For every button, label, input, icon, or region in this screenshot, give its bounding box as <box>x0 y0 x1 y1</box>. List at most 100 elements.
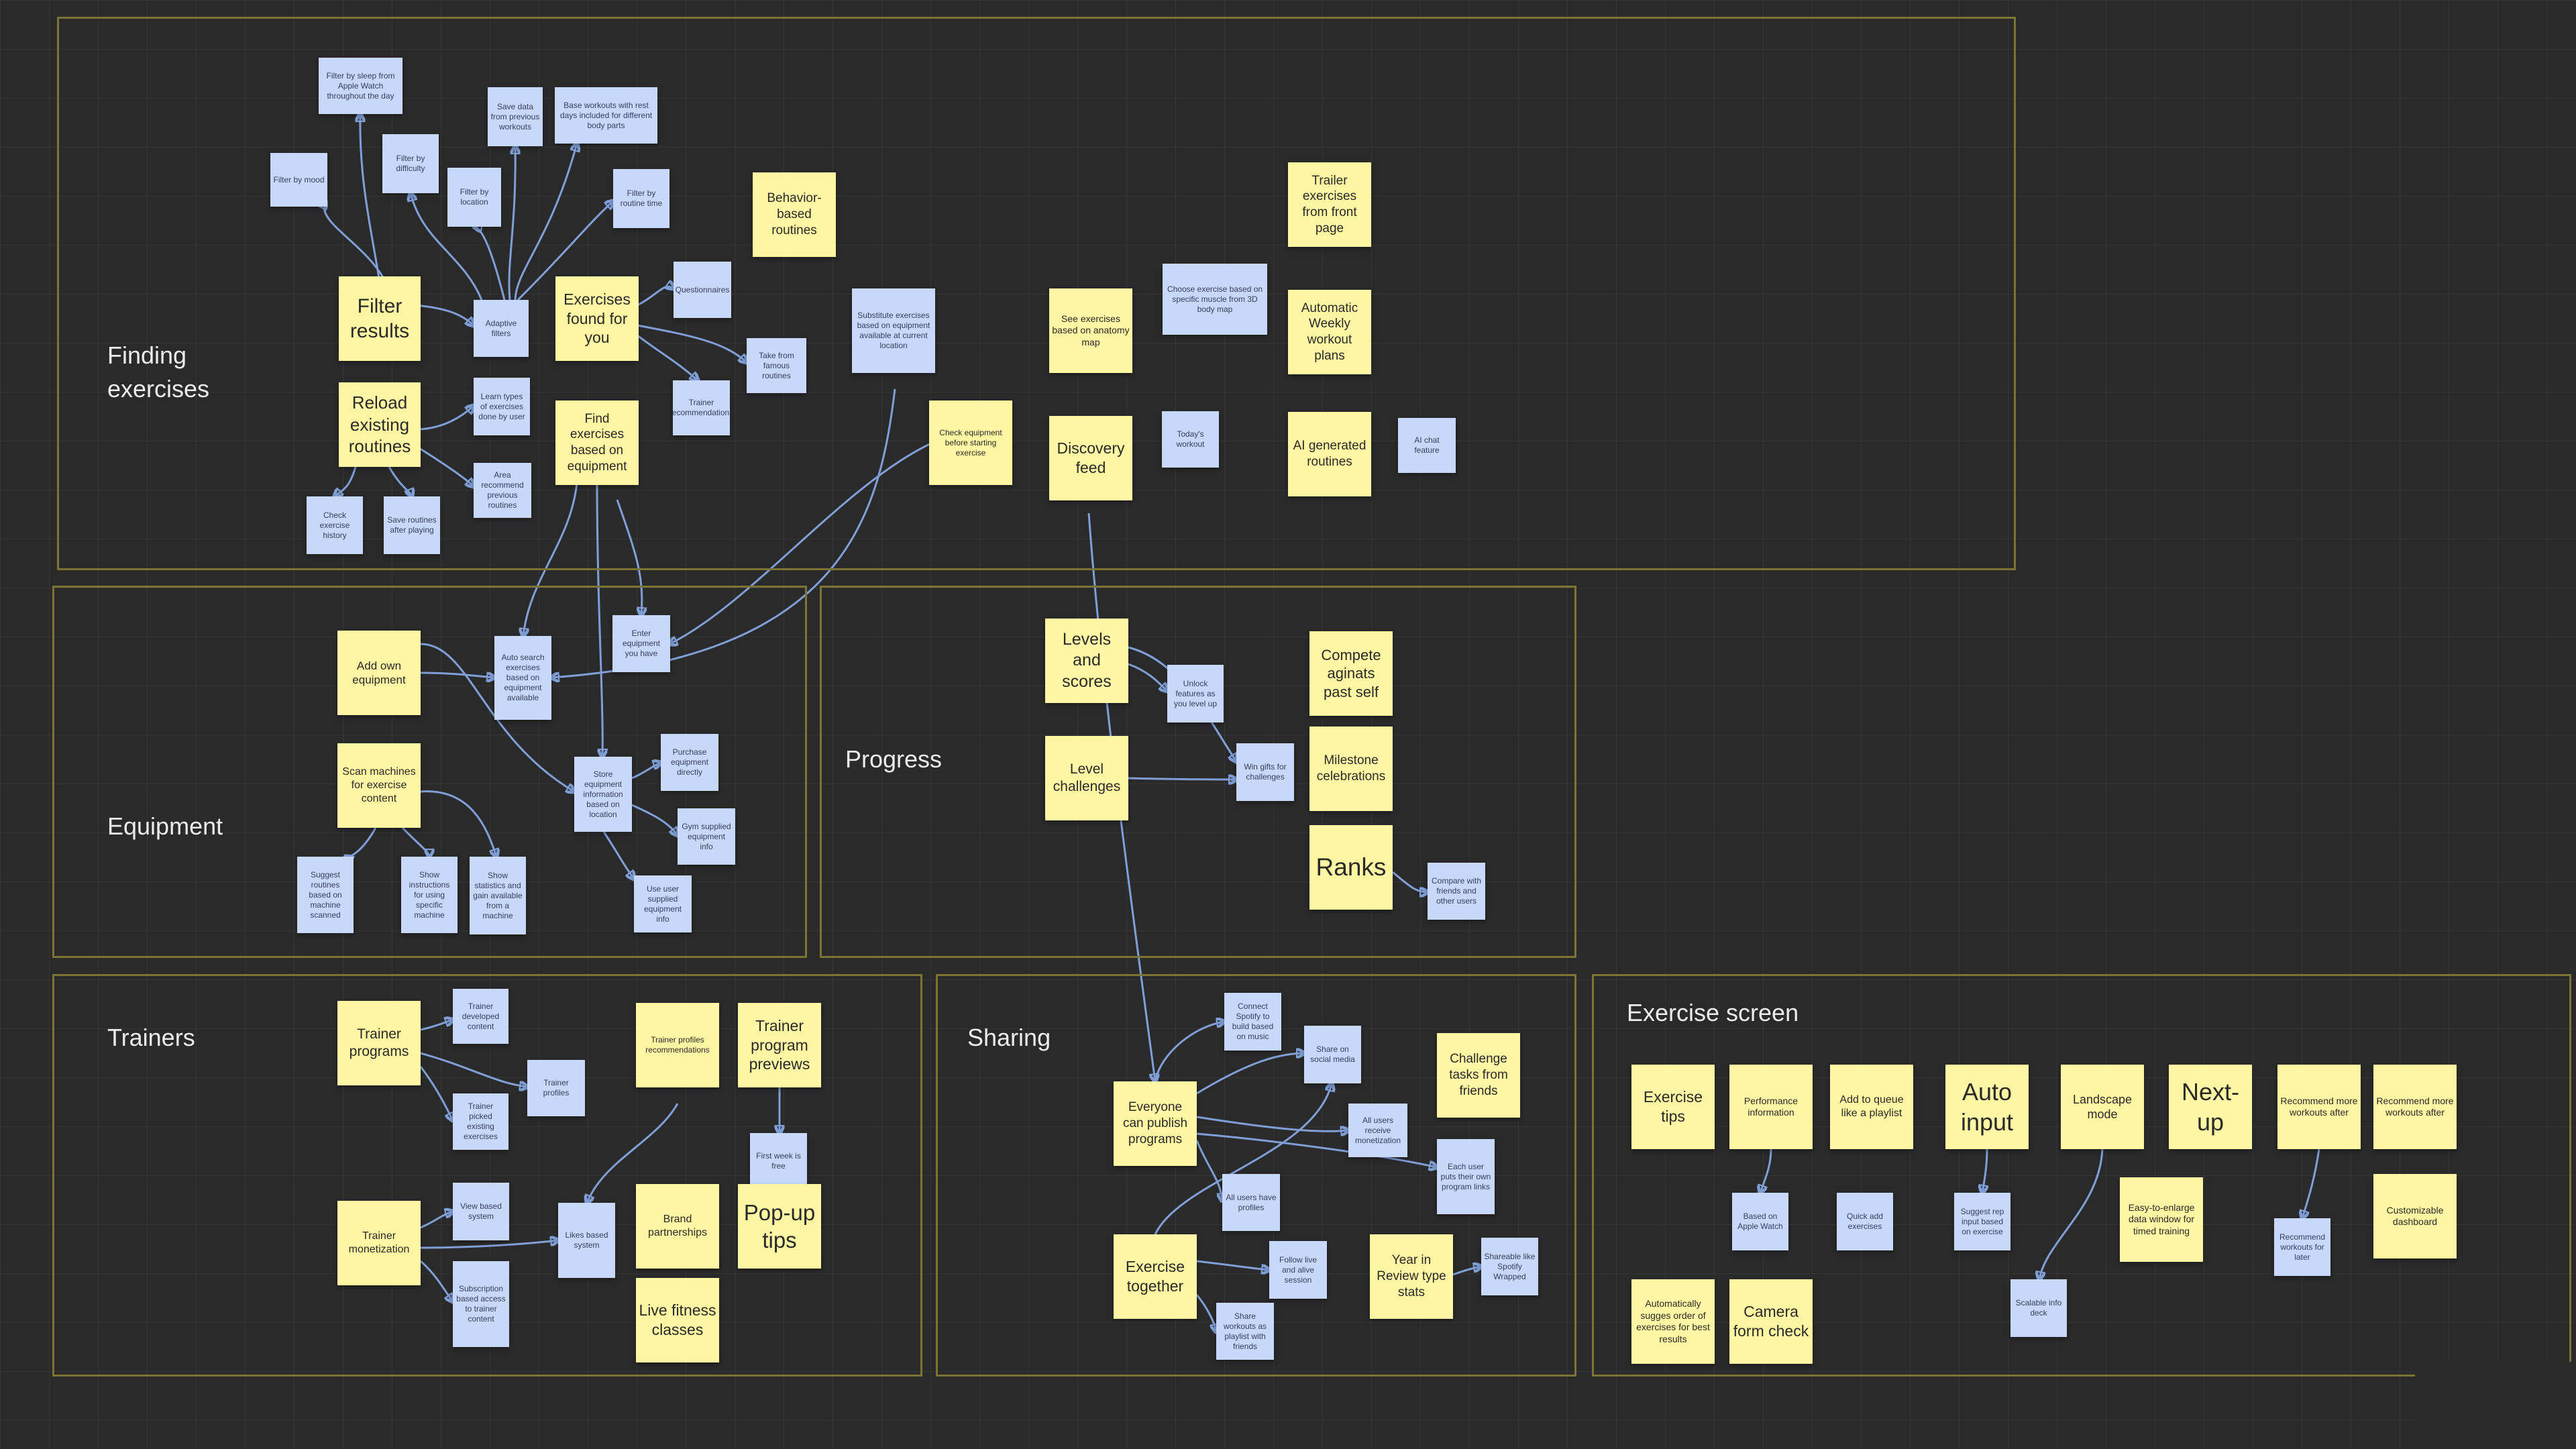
sticky-note-s12[interactable]: Share workouts as playlist with friends <box>1216 1303 1274 1360</box>
sticky-note-t14[interactable]: Live fitness classes <box>636 1278 719 1362</box>
connector-arrow[interactable] <box>415 304 474 325</box>
sticky-note-f17[interactable]: Find exercises based on equipment <box>555 400 639 485</box>
sticky-note-t4[interactable]: Trainer picked existing exercises <box>453 1093 508 1150</box>
connector-arrow[interactable] <box>420 1212 453 1229</box>
sticky-note-f27[interactable]: Trailer exercises from front page <box>1288 162 1371 247</box>
sticky-note-t6[interactable]: Trainer program previews <box>738 1003 821 1087</box>
sticky-note-f8[interactable]: Behavior-based routines <box>753 172 836 257</box>
sticky-note-x16[interactable]: Camera form check <box>1729 1279 1813 1364</box>
sticky-note-x14[interactable]: Customizable dashboard <box>2373 1174 2457 1258</box>
sticky-note-f9[interactable]: Filter results <box>339 276 421 361</box>
sticky-note-x17[interactable]: Scalable info deck <box>2010 1279 2067 1337</box>
sticky-note-s6[interactable]: Each user puts their own program links <box>1437 1139 1495 1214</box>
connector-arrow[interactable] <box>420 1260 453 1301</box>
sticky-note-t11[interactable]: Brand partnerships <box>636 1184 719 1269</box>
connector-arrow[interactable] <box>420 1052 527 1087</box>
sticky-note-p2[interactable]: Unlock features as you level up <box>1167 665 1224 722</box>
sticky-note-x2[interactable]: Performance information <box>1729 1065 1813 1149</box>
connector-arrow[interactable] <box>1392 871 1428 892</box>
sticky-note-f25[interactable]: Discovery feed <box>1049 416 1132 500</box>
connector-arrow[interactable] <box>1196 1053 1304 1095</box>
sticky-note-f26[interactable]: Today's workout <box>1162 411 1219 468</box>
sticky-note-s3[interactable]: Challenge tasks from friends <box>1437 1033 1520 1118</box>
connector-arrow[interactable] <box>1760 1148 1772 1193</box>
sticky-note-f3[interactable]: Filter by difficulty <box>382 134 439 193</box>
sticky-note-x5[interactable]: Landscape mode <box>2061 1065 2144 1149</box>
connector-arrow[interactable] <box>1154 1083 1332 1235</box>
connector-arrow[interactable] <box>401 826 429 857</box>
connector-arrow[interactable] <box>1154 1022 1224 1082</box>
sticky-note-e11[interactable]: Use user supplied equipment info <box>634 875 692 932</box>
connector-arrow[interactable] <box>2039 1148 2104 1279</box>
sticky-note-t10[interactable]: Likes based system <box>558 1203 615 1278</box>
sticky-note-f24[interactable]: Choose exercise based on specific muscle… <box>1163 264 1267 335</box>
connector-arrow[interactable] <box>1196 1260 1269 1270</box>
sticky-note-x6[interactable]: Next-up <box>2169 1065 2252 1149</box>
connector-arrow[interactable] <box>1452 1267 1481 1276</box>
frame-progress[interactable] <box>820 586 1576 958</box>
sticky-note-p8[interactable]: Compare with friends and other users <box>1428 863 1485 920</box>
sticky-note-t2[interactable]: Trainer developed content <box>453 989 508 1044</box>
sticky-note-f21[interactable]: Substitute exercises based on equipment … <box>852 288 935 373</box>
sticky-note-s9[interactable]: Follow live and alive session <box>1269 1241 1327 1299</box>
sticky-note-t12[interactable]: Pop-up tips <box>738 1184 821 1269</box>
sticky-note-x4[interactable]: Auto input <box>1945 1065 2029 1149</box>
frame-finding[interactable] <box>57 17 2016 570</box>
sticky-note-f4[interactable]: Save data from previous workouts <box>488 87 543 146</box>
sticky-note-f13[interactable]: Take from famous routines <box>747 338 806 393</box>
connector-arrow[interactable] <box>1195 1294 1216 1332</box>
frame-sharing[interactable] <box>936 974 1576 1377</box>
connector-arrow[interactable] <box>420 1020 453 1031</box>
sticky-note-t7[interactable]: First week is free <box>750 1133 807 1189</box>
connector-arrow[interactable] <box>415 445 474 486</box>
connector-arrow[interactable] <box>517 201 613 301</box>
sticky-note-f23[interactable]: See exercises based on anatomy map <box>1049 288 1132 373</box>
connector-arrow[interactable] <box>602 831 634 879</box>
connector-arrow[interactable] <box>616 499 642 615</box>
connector-arrow[interactable] <box>420 1240 558 1249</box>
sticky-note-s7[interactable]: All users have profiles <box>1222 1174 1280 1231</box>
sticky-note-f5[interactable]: Base workouts with rest days included fo… <box>555 87 657 144</box>
connector-arrow[interactable] <box>420 672 494 678</box>
sticky-note-f18[interactable]: Area recommend previous routines <box>474 463 531 518</box>
sticky-note-f29[interactable]: AI generated routines <box>1288 412 1371 496</box>
frame-exercise[interactable] <box>1592 974 2571 1377</box>
connector-arrow[interactable] <box>324 201 385 279</box>
sticky-note-f22[interactable]: Check equipment before starting exercise <box>929 400 1012 485</box>
connector-arrow[interactable] <box>1196 1116 1348 1131</box>
connector-arrow[interactable] <box>637 286 674 307</box>
sticky-note-e4[interactable]: Scan machines for exercise content <box>337 743 421 828</box>
connector-arrow[interactable] <box>637 324 747 362</box>
sticky-note-x8[interactable]: Recommend more workouts after <box>2373 1065 2457 1149</box>
sticky-note-e5[interactable]: Store equipment information based on loc… <box>574 757 632 832</box>
sticky-note-p6[interactable]: Milestone celebrations <box>1309 727 1393 811</box>
sticky-note-s2[interactable]: Share on social media <box>1304 1026 1361 1083</box>
sticky-note-e10[interactable]: Show statistics and gain available from … <box>470 857 526 934</box>
sticky-note-e8[interactable]: Suggest routines based on machine scanne… <box>297 857 354 933</box>
connector-arrow[interactable] <box>669 441 933 644</box>
connector-arrow[interactable] <box>1128 778 1236 780</box>
sticky-note-f15[interactable]: Reload existing routines <box>339 382 421 467</box>
sticky-note-f19[interactable]: Check exercise history <box>307 496 363 554</box>
sticky-note-f14[interactable]: Trainer recommendations <box>673 380 730 435</box>
sticky-note-e3[interactable]: Enter equipment you have <box>612 615 670 672</box>
connector-arrow[interactable] <box>1195 1140 1222 1201</box>
sticky-note-p7[interactable]: Ranks <box>1309 825 1393 910</box>
sticky-note-s11[interactable]: Shareable like Spotify Wrapped <box>1481 1238 1538 1295</box>
sticky-note-t9[interactable]: View based system <box>453 1183 509 1240</box>
connector-arrow[interactable] <box>420 790 496 857</box>
connector-arrow[interactable] <box>335 466 357 496</box>
connector-arrow[interactable] <box>596 482 602 757</box>
connector-arrow[interactable] <box>514 144 577 301</box>
sticky-note-f10[interactable]: Adaptive filters <box>474 300 529 357</box>
sticky-note-f7[interactable]: Filter by routine time <box>613 169 669 228</box>
sticky-note-x9[interactable]: Based on Apple Watch <box>1732 1193 1788 1250</box>
connector-arrow[interactable] <box>1982 1148 1987 1193</box>
sticky-note-x7[interactable]: Recommend more workouts after <box>2277 1065 2361 1149</box>
sticky-note-t1[interactable]: Trainer programs <box>337 1001 421 1085</box>
sticky-note-f6[interactable]: Filter by location <box>447 168 501 227</box>
sticky-note-f16[interactable]: Learn types of exercises done by user <box>474 378 530 435</box>
sticky-note-s4[interactable]: Everyone can publish programs <box>1114 1081 1197 1166</box>
sticky-note-e1[interactable]: Add own equipment <box>337 631 421 715</box>
sticky-note-f1[interactable]: Filter by sleep from Apple Watch through… <box>319 58 402 114</box>
